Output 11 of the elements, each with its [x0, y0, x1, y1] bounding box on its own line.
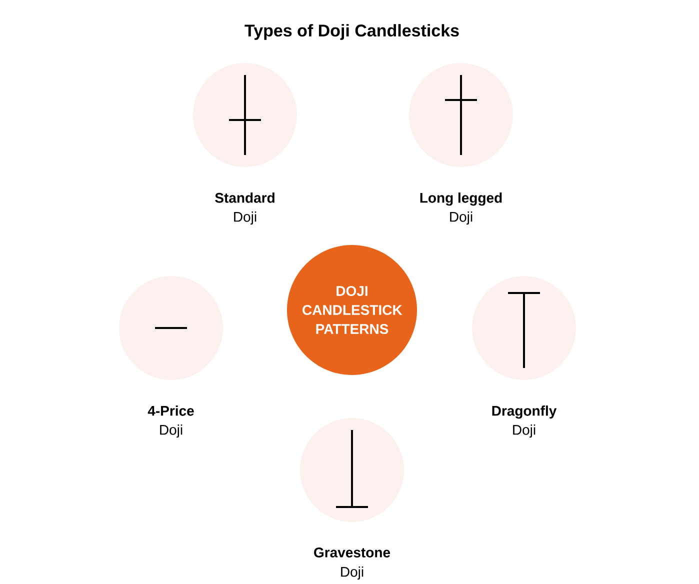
candle-circle: [409, 63, 513, 167]
candle-label: Gravestone Doji: [314, 548, 390, 580]
candle-circle: [472, 276, 576, 380]
candle-circle: [193, 63, 297, 167]
candle-label: 4-Price Doji: [148, 406, 194, 438]
candle-label: Long legged Doji: [420, 192, 502, 225]
candle-circle: [300, 418, 404, 522]
candle-label: Standard Doji: [215, 192, 274, 225]
title: Types of Doji Candlesticks: [244, 24, 459, 40]
candle-circle: [119, 276, 223, 380]
candle-label: Dragonfly Doji: [492, 406, 557, 438]
